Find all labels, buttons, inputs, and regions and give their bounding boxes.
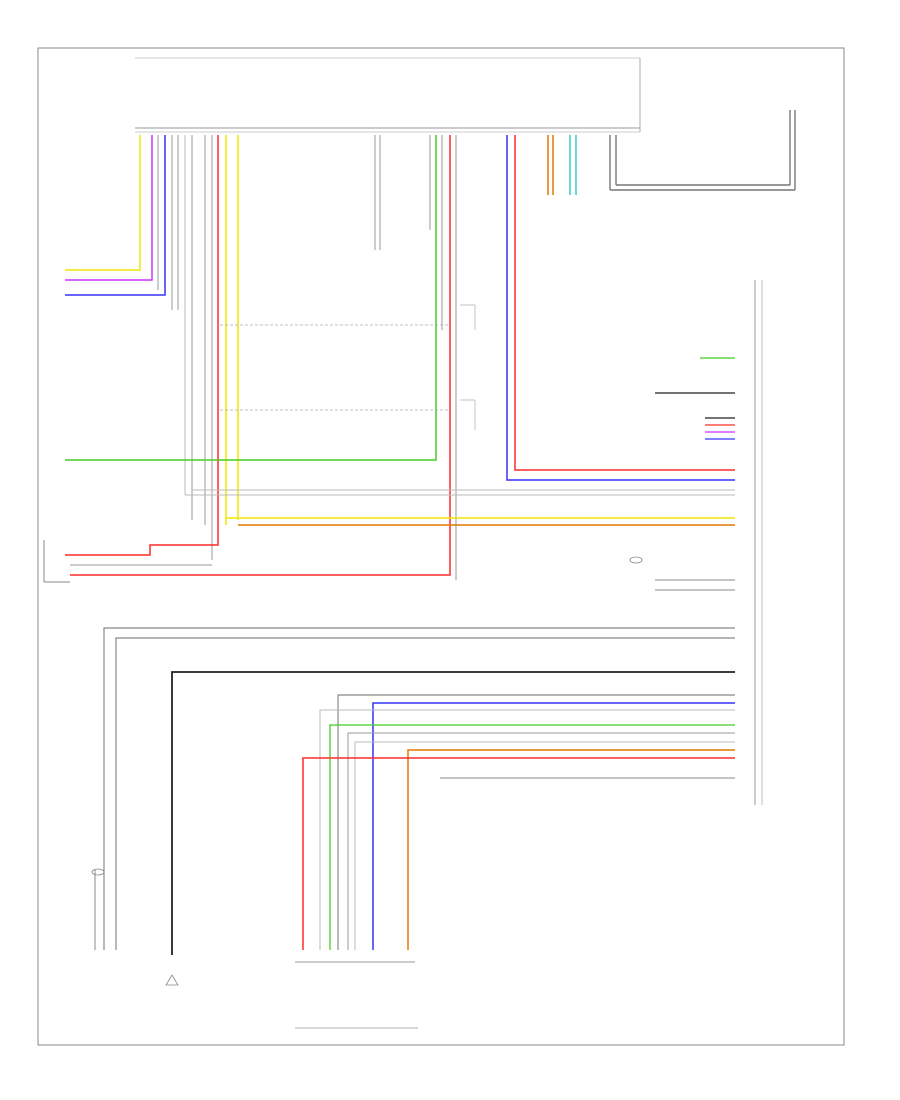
usb-wires — [295, 694, 735, 963]
right-module-connector — [655, 280, 763, 805]
bluetooth-connector — [609, 110, 796, 191]
dashed-links — [220, 304, 476, 430]
satellite-antenna-icon — [165, 974, 179, 986]
middle-wires — [65, 135, 457, 580]
left-module-connector — [43, 540, 70, 583]
top-connector — [135, 57, 641, 133]
antenna-amp-icon — [91, 868, 105, 876]
left-signal-wires — [65, 135, 239, 560]
right-signal-wires — [506, 135, 735, 481]
antenna-wires — [94, 627, 735, 955]
horizontal-buses — [70, 489, 735, 566]
ground-icon — [629, 556, 643, 564]
diagram-frame — [37, 47, 845, 1046]
